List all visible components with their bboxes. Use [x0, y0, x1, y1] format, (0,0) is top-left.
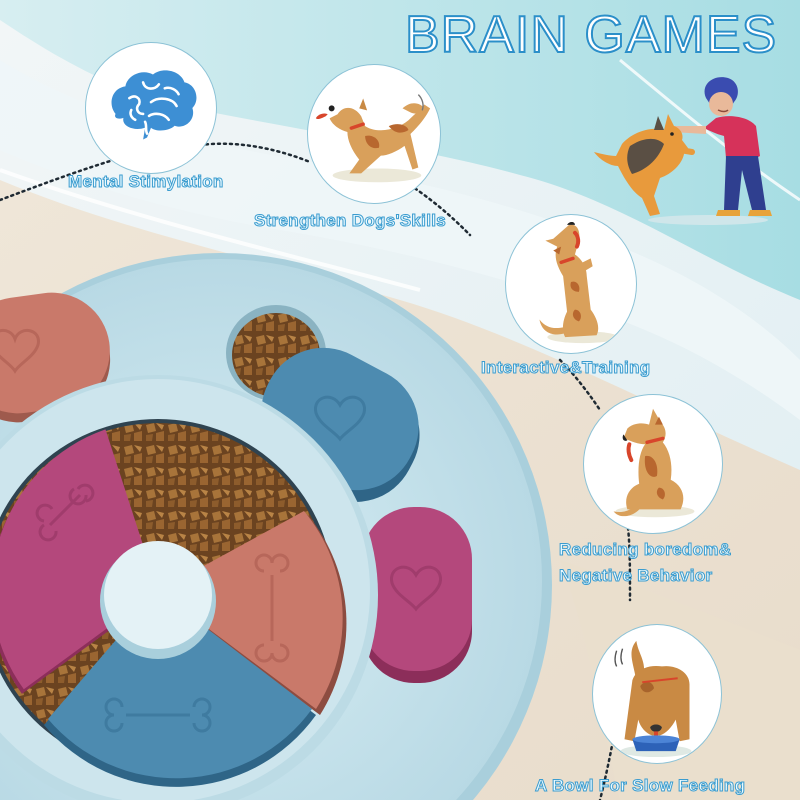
feature-label-boredom-line1: Reducing boredom& — [558, 540, 732, 560]
brain-icon — [111, 70, 197, 140]
bone-emboss-blue — [104, 697, 212, 733]
feature-label-skills: Strengthen Dogs'Skills — [253, 211, 447, 231]
sitting-dog-icon — [613, 408, 695, 518]
feature-badge-training — [505, 214, 637, 354]
puzzle-feeder-product — [0, 253, 552, 800]
feature-badge-boredom — [583, 394, 723, 534]
feature-badge-mental — [85, 42, 217, 174]
feature-label-slow-feeding: A Bowl For Slow Feeding — [534, 776, 746, 796]
feature-label-training: Interactive&Training — [480, 358, 651, 378]
feature-badge-skills — [307, 64, 441, 204]
center-hub — [104, 541, 212, 649]
owner-dog-illustration — [594, 77, 772, 225]
feature-label-mental: Mental Stimylation — [68, 172, 224, 192]
bone-emboss-magenta — [35, 483, 95, 542]
feature-badge-slow-feeding — [592, 624, 722, 764]
lid-magenta-sector — [0, 429, 158, 690]
bone-emboss-terracotta — [254, 553, 290, 663]
lid-terracotta-oval — [0, 292, 111, 423]
lid-terracotta-sector — [158, 511, 343, 709]
playing-dog-icon — [315, 94, 431, 183]
headline-title: BRAIN GAMES — [404, 5, 778, 65]
begging-dog-icon — [539, 221, 619, 344]
lid-magenta-oval — [362, 507, 472, 683]
feature-label-boredom-line2: Negative Behavior — [558, 566, 713, 586]
eating-dog-icon — [614, 640, 692, 758]
